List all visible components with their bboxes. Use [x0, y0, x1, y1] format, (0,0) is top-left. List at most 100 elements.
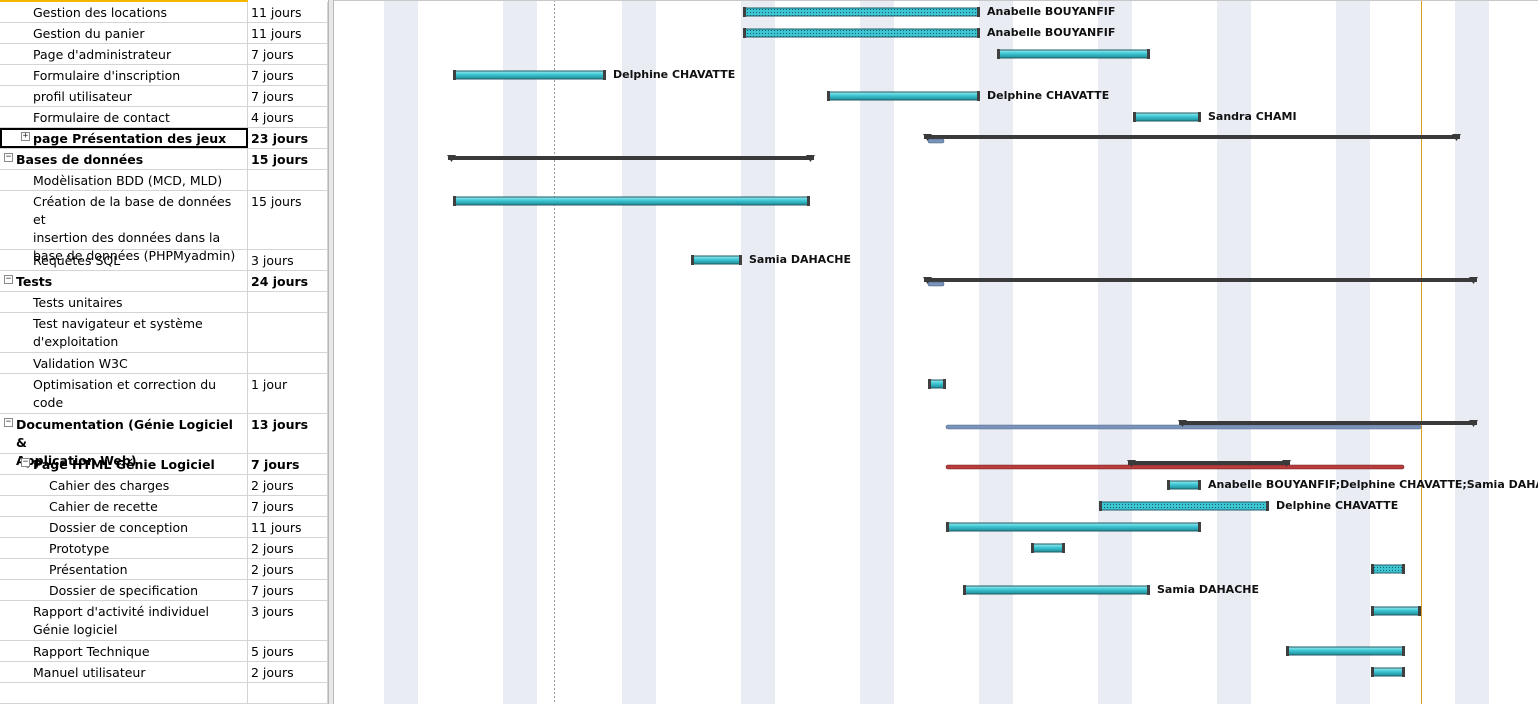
task-bar-start-cap — [1167, 480, 1170, 490]
task-duration: 11 jours — [251, 26, 302, 41]
task-duration-cell[interactable]: 7 jours — [249, 496, 328, 516]
task-duration-cell[interactable]: 2 jours — [249, 475, 328, 495]
task-row[interactable]: Test navigateur et système d'exploitatio… — [0, 313, 330, 353]
task-name-cell[interactable]: −Page HTML Génie Logiciel — [0, 454, 248, 474]
task-name-cell[interactable]: Validation W3C — [0, 353, 248, 373]
task-duration-cell[interactable] — [249, 292, 328, 312]
summary-bar — [1179, 421, 1477, 425]
task-duration-cell[interactable]: 15 jours — [249, 191, 328, 249]
task-name-cell[interactable]: Prototype — [0, 538, 248, 558]
task-duration-cell[interactable]: 2 jours — [249, 538, 328, 558]
task-name-cell[interactable]: Dossier de conception — [0, 517, 248, 537]
task-name-cell[interactable]: Manuel utilisateur — [0, 662, 248, 682]
task-duration-cell[interactable]: 7 jours — [249, 86, 328, 106]
task-row[interactable]: Modèlisation BDD (MCD, MLD) — [0, 170, 330, 191]
task-duration-cell[interactable]: 2 jours — [249, 559, 328, 579]
task-duration-cell[interactable]: 7 jours — [249, 44, 328, 64]
task-row[interactable]: Manuel utilisateur 2 jours — [0, 662, 330, 683]
collapse-icon[interactable]: − — [4, 274, 13, 284]
task-duration: 2 jours — [251, 478, 294, 493]
task-row[interactable] — [0, 683, 330, 704]
task-duration-cell[interactable]: 15 jours — [249, 149, 328, 169]
task-name-cell[interactable]: Rapport Technique — [0, 641, 248, 661]
task-name-cell[interactable]: Formulaire d'inscription — [0, 65, 248, 85]
task-name-cell[interactable]: −Tests — [0, 271, 248, 291]
task-duration-cell[interactable]: 11 jours — [249, 23, 328, 43]
task-name-cell[interactable]: Cahier de recette — [0, 496, 248, 516]
task-duration-cell[interactable] — [249, 313, 328, 352]
task-duration-cell[interactable]: 1 jour — [249, 374, 328, 413]
expand-icon[interactable]: + — [21, 131, 30, 141]
task-row[interactable]: Rapport d'activité individuel Génie logi… — [0, 601, 330, 641]
task-name-cell[interactable]: Page d'administrateur — [0, 44, 248, 64]
task-duration-cell[interactable]: 2 jours — [249, 662, 328, 682]
task-row[interactable]: Validation W3C — [0, 353, 330, 374]
task-name: Manuel utilisateur — [33, 665, 146, 680]
task-duration-cell[interactable]: 7 jours — [249, 65, 328, 85]
task-duration-cell[interactable]: 13 jours — [249, 414, 328, 453]
collapse-icon[interactable]: − — [4, 152, 13, 162]
task-duration-cell[interactable] — [249, 683, 328, 703]
task-row[interactable]: −Documentation (Génie Logiciel & Applica… — [0, 414, 330, 468]
task-duration-cell[interactable]: 7 jours — [249, 454, 328, 474]
task-name-cell[interactable]: Test navigateur et système d'exploitatio… — [0, 313, 248, 352]
task-duration-cell[interactable]: 5 jours — [249, 641, 328, 661]
weekend-column — [1217, 0, 1251, 704]
task-duration: 2 jours — [251, 665, 294, 680]
task-name-cell[interactable]: Requêtes SQL — [0, 250, 248, 270]
task-name-cell[interactable]: Gestion des locations — [0, 2, 248, 22]
task-name-cell[interactable]: Gestion du panier — [0, 23, 248, 43]
task-name-cell[interactable]: Cahier des charges — [0, 475, 248, 495]
task-name-cell[interactable]: Modèlisation BDD (MCD, MLD) — [0, 170, 248, 190]
task-name-cell[interactable]: Rapport d'activité individuel Génie logi… — [0, 601, 248, 640]
task-duration-cell[interactable]: 3 jours — [249, 601, 328, 640]
pane-splitter[interactable] — [328, 0, 334, 704]
task-name-cell[interactable]: profil utilisateur — [0, 86, 248, 106]
task-name-cell[interactable]: Présentation — [0, 559, 248, 579]
task-name-cell[interactable]: +page Présentation des jeux — [0, 128, 248, 148]
task-name-cell[interactable]: −Documentation (Génie Logiciel & Applica… — [0, 414, 248, 468]
task-name-cell[interactable]: Optimisation et correction du code — [0, 374, 248, 413]
task-name-cell[interactable] — [0, 683, 248, 703]
task-name-cell[interactable]: Création de la base de données et insert… — [0, 191, 248, 263]
task-duration-cell[interactable]: 4 jours — [249, 107, 328, 127]
task-duration-cell[interactable]: 7 jours — [249, 580, 328, 600]
task-duration-cell[interactable]: 24 jours — [249, 271, 328, 291]
task-row[interactable]: Création de la base de données et insert… — [0, 191, 330, 263]
task-row[interactable]: Tests unitaires — [0, 292, 330, 313]
task-duration-cell[interactable]: 3 jours — [249, 250, 328, 270]
task-duration-cell[interactable] — [249, 353, 328, 373]
task-name-cell[interactable]: Dossier de specification — [0, 580, 248, 600]
collapse-icon[interactable]: − — [21, 457, 30, 467]
task-duration: 15 jours — [251, 194, 302, 209]
task-bar-end-cap — [977, 7, 980, 17]
collapse-icon[interactable]: − — [4, 417, 13, 427]
task-name-cell[interactable]: Formulaire de contact — [0, 107, 248, 127]
task-duration-cell[interactable]: 23 jours — [249, 128, 328, 148]
task-name-cell[interactable]: Tests unitaires — [0, 292, 248, 312]
task-name: Validation W3C — [33, 356, 128, 371]
task-duration-cell[interactable]: 11 jours — [249, 2, 328, 22]
task-duration-cell[interactable] — [249, 170, 328, 190]
task-duration-cell[interactable]: 11 jours — [249, 517, 328, 537]
task-name-cell[interactable]: −Bases de données — [0, 149, 248, 169]
